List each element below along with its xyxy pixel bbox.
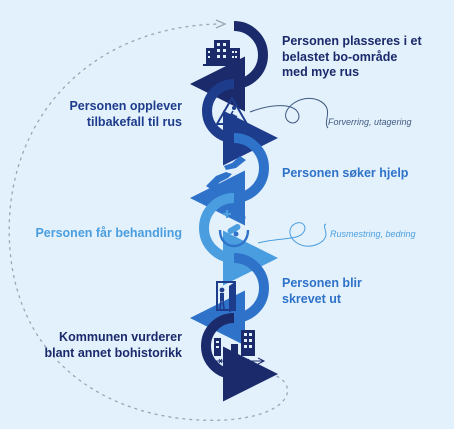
- feedback-loop-arrowhead: [215, 19, 227, 29]
- step-label-municipality-assesses: Kommunen vurderer blant annet bohistorik…: [44, 330, 182, 360]
- step-label-discharged: Personen blir skrevet ut: [282, 276, 362, 306]
- note-improvement: Rusmestring, bedring: [330, 229, 416, 239]
- spiral-segment-3: [190, 133, 269, 226]
- spiral-segment-5: [190, 253, 269, 346]
- neighborhood-buildings-icon: [211, 330, 266, 365]
- step-label-placed-in-area: Personen plasseres i et belastet bo-områ…: [282, 34, 422, 79]
- spiral-segment-1: [190, 21, 268, 112]
- step-label-seeks-help: Personen søker hjelp: [282, 166, 409, 180]
- person-exiting-door-icon: [216, 281, 236, 312]
- spiral-segment-6: [201, 313, 278, 402]
- helping-hands-icon: [206, 156, 246, 190]
- squiggle-worsening: [249, 97, 329, 129]
- feedback-loop-dashed-arrow: [8, 23, 289, 421]
- squiggle-improvement: [257, 222, 327, 247]
- step-label-treatment: Personen får behandling: [35, 226, 182, 240]
- spiral-segment-4: [199, 193, 278, 286]
- apartment-building-icon: [203, 40, 243, 66]
- slipping-person-warning-icon: [216, 97, 248, 125]
- step-label-relapse: Personen opplever tilbakefall til rus: [69, 99, 182, 129]
- note-worsening: Forverring, utagering: [328, 117, 412, 127]
- medicine-in-hands-icon: [218, 210, 250, 248]
- spiral-segment-2: [202, 79, 278, 166]
